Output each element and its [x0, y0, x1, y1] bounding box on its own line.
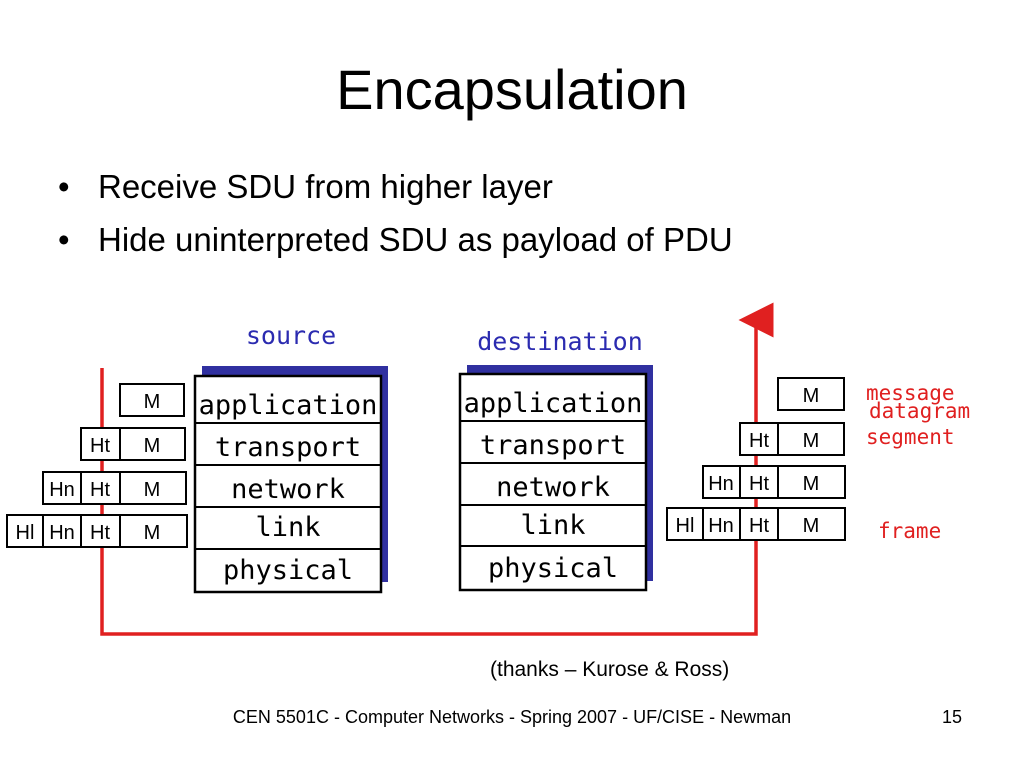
dest-layer-link: link: [520, 510, 585, 541]
page-number: 15: [941, 707, 962, 727]
dest-packet-segment: Ht M: [739, 422, 845, 456]
svg-text:M: M: [144, 522, 161, 544]
bullet-item: Receive SDU from higher layer: [58, 160, 733, 213]
source-packet-segment: Ht M: [80, 427, 186, 461]
source-layer-link: link: [255, 512, 320, 543]
bullet-list: Receive SDU from higher layer Hide unint…: [58, 160, 733, 266]
dest-packet-message: M: [777, 377, 845, 411]
source-stack: application transport network link physi…: [193, 366, 388, 594]
svg-text:Hn: Hn: [49, 479, 75, 501]
dest-packet-frame: Hl Hn Ht M: [666, 507, 846, 541]
svg-text:Hl: Hl: [676, 515, 695, 537]
slide-title: Encapsulation: [336, 58, 688, 121]
source-layer-transport: transport: [215, 432, 361, 463]
svg-text:Hn: Hn: [49, 522, 75, 544]
svg-text:M: M: [144, 391, 161, 413]
source-label: source: [246, 321, 336, 350]
svg-text:M: M: [803, 515, 820, 537]
source-layer-network: network: [231, 474, 345, 505]
destination-label: destination: [477, 327, 643, 356]
svg-text:M: M: [144, 435, 161, 457]
svg-text:Ht: Ht: [90, 479, 110, 501]
svg-text:M: M: [144, 479, 161, 501]
source-layer-application: application: [199, 390, 378, 421]
source-packet-message: M: [119, 383, 185, 417]
source-packet-frame: Hl Hn Ht M: [6, 514, 188, 548]
destination-stack: application transport network link physi…: [458, 365, 653, 592]
dest-layer-network: network: [496, 472, 610, 503]
dest-layer-application: application: [464, 388, 643, 419]
pdu-label-datagram: datagram: [869, 399, 970, 423]
svg-text:M: M: [803, 473, 820, 495]
pdu-label-message: message: [866, 381, 955, 405]
bullet-item: Hide uninterpreted SDU as payload of PDU: [58, 213, 733, 266]
svg-text:Ht: Ht: [90, 435, 110, 457]
pdu-label-frame: frame: [878, 519, 941, 543]
svg-text:Ht: Ht: [749, 473, 769, 495]
svg-text:Ht: Ht: [749, 430, 769, 452]
dest-layer-transport: transport: [480, 430, 626, 461]
source-packet-datagram: Hn Ht M: [42, 471, 187, 505]
svg-text:Hl: Hl: [16, 522, 35, 544]
dest-packet-datagram: Hn Ht M: [702, 465, 846, 499]
source-layer-physical: physical: [223, 555, 353, 586]
dest-layer-physical: physical: [488, 553, 618, 584]
svg-text:M: M: [803, 430, 820, 452]
svg-text:Hn: Hn: [708, 515, 734, 537]
footer-text: CEN 5501C - Computer Networks - Spring 2…: [232, 707, 792, 727]
svg-text:Hn: Hn: [708, 473, 734, 495]
svg-text:Ht: Ht: [90, 522, 110, 544]
credit-text: (thanks – Kurose & Ross): [490, 658, 730, 681]
svg-text:Ht: Ht: [749, 515, 769, 537]
svg-text:M: M: [803, 385, 820, 407]
pdu-label-segment: segment: [866, 425, 955, 449]
